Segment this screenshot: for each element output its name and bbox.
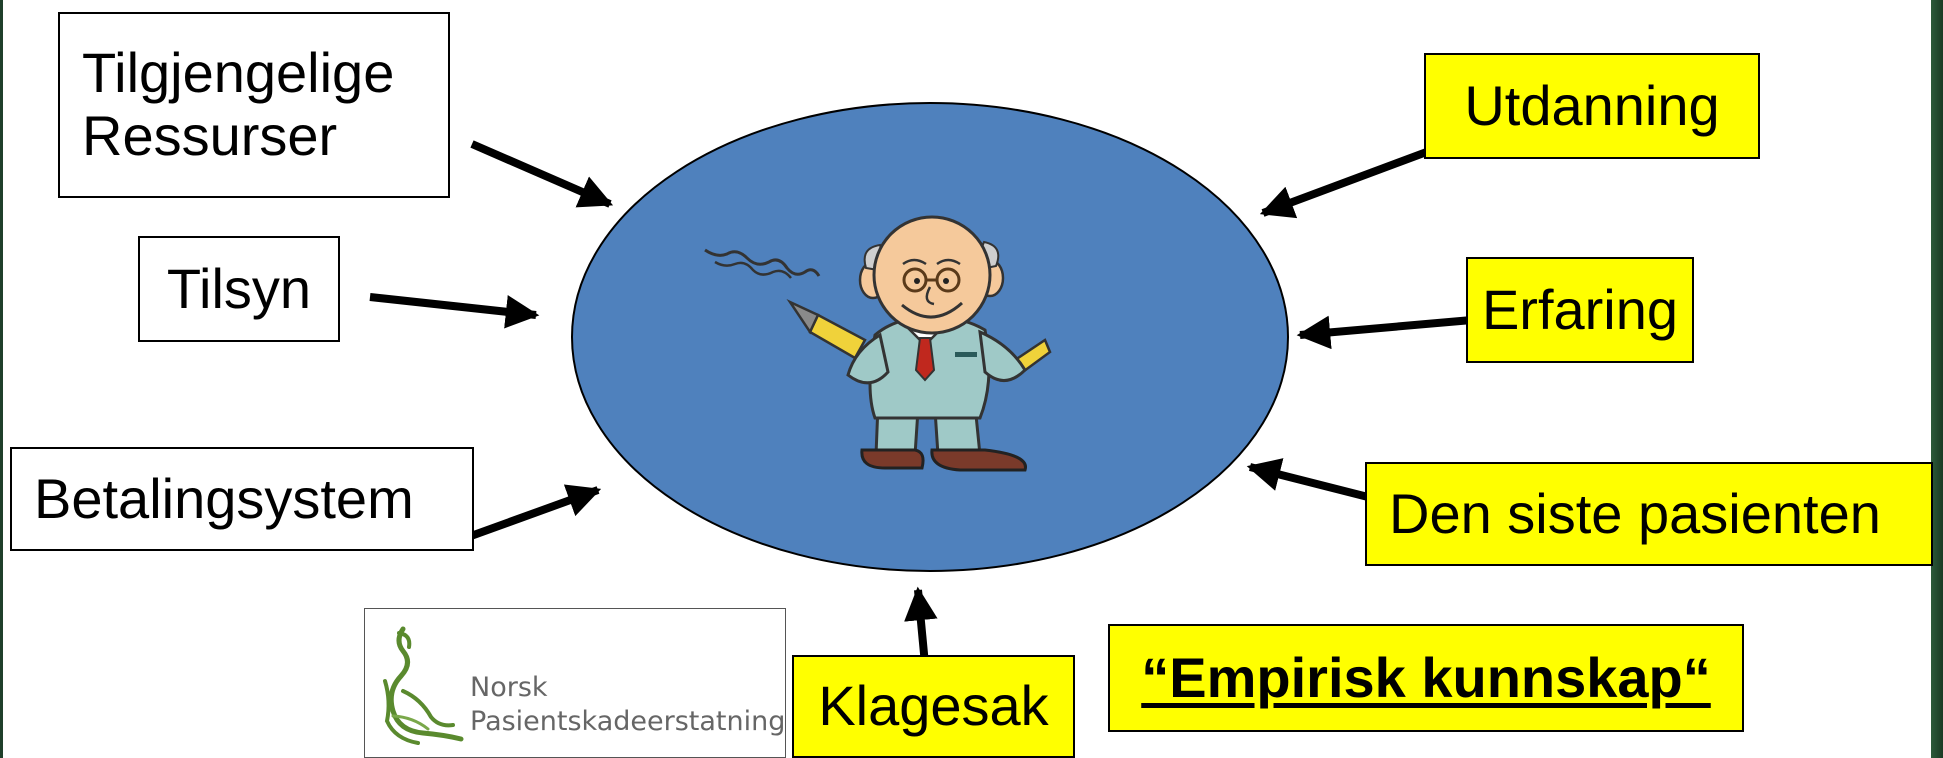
box-resources-line2: Ressurser — [82, 104, 338, 167]
box-utdanning-label: Utdanning — [1464, 73, 1720, 137]
box-empirisk-label: “Empirisk kunnskap“ — [1141, 645, 1711, 709]
npe-logo-icon — [383, 626, 464, 745]
arrow-siste — [1246, 458, 1369, 501]
slide-left-border — [0, 0, 3, 758]
box-betaling-label: Betalingsystem — [34, 466, 414, 530]
arrow-resources — [470, 140, 614, 208]
box-tilsyn: Tilsyn — [138, 236, 340, 342]
logo-line1: Norsk — [470, 672, 548, 703]
box-erfaring: Erfaring — [1466, 257, 1694, 363]
arrow-tilsyn — [369, 293, 540, 329]
box-tilsyn-label: Tilsyn — [166, 256, 312, 320]
box-resources-line1: Tilgjengelige — [82, 41, 395, 105]
logo-line2: Pasientskadeerstatning — [470, 705, 786, 737]
box-betalingsystem: Betalingsystem — [10, 447, 474, 551]
doctor-with-pen-icon — [704, 215, 1052, 472]
box-klagesak: Klagesak — [792, 655, 1075, 758]
box-erfaring-label: Erfaring — [1481, 277, 1679, 341]
arrow-utdanning — [1259, 143, 1442, 219]
arrow-erfaring — [1296, 315, 1473, 350]
npe-logo: Norsk Pasientskadeerstatning — [364, 608, 786, 758]
box-siste-label: Den siste pasienten — [1389, 481, 1881, 545]
box-klagesak-label: Klagesak — [818, 674, 1049, 738]
box-den-siste-pasienten: Den siste pasienten — [1365, 462, 1933, 566]
box-empirisk-kunnskap: “Empirisk kunnskap“ — [1108, 624, 1744, 732]
npe-logo-text: Norsk Pasientskadeerstatning — [470, 671, 785, 739]
slide-right-border — [1931, 0, 1943, 758]
box-utdanning: Utdanning — [1424, 53, 1760, 159]
box-tilgjengelige-ressurser: Tilgjengelige Ressurser — [58, 12, 450, 198]
